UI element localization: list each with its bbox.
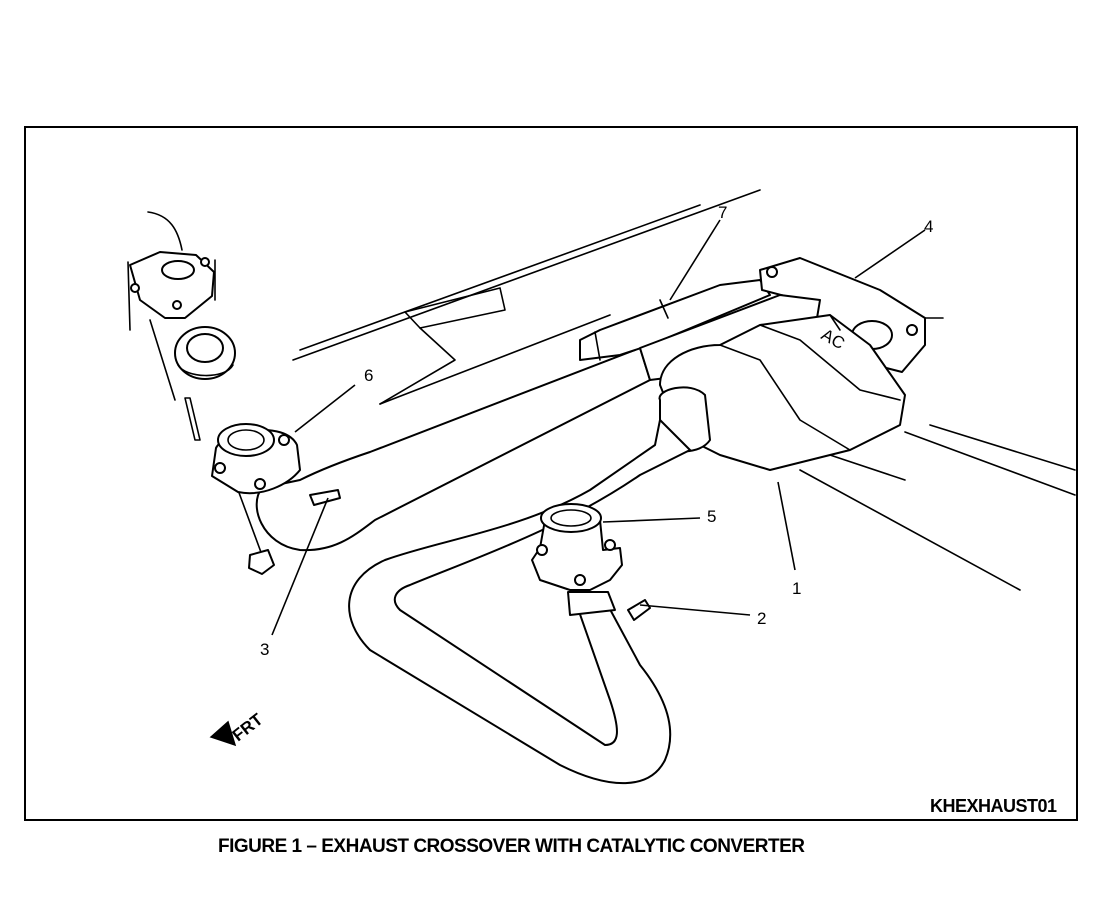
callout-4: 4	[924, 217, 933, 236]
front-direction-indicator: FRT	[209, 709, 267, 747]
callout-1: 1	[792, 579, 801, 598]
callout-5: 5	[707, 507, 716, 526]
front-direction-label: FRT	[229, 709, 267, 745]
callout-7: 7	[718, 203, 727, 222]
outlet-pipe-loop	[348, 419, 691, 785]
donut-gasket	[174, 326, 236, 380]
vehicle-underbody-lines	[292, 189, 1076, 591]
callout-6: 6	[364, 366, 373, 385]
left-crossover-pipe	[211, 347, 651, 552]
inlet-flange	[531, 503, 651, 621]
callout-labels: 1 2 3 4 5 6 7	[260, 203, 933, 659]
front-arrow-icon	[209, 720, 237, 747]
callout-3: 3	[260, 640, 269, 659]
figure-caption: FIGURE 1 – EXHAUST CROSSOVER WITH CATALY…	[218, 836, 805, 857]
heat-shield-brace	[579, 279, 771, 361]
catalytic-converter: AC	[658, 314, 906, 471]
left-manifold-flange	[127, 211, 216, 331]
figure-reference-id: KHEXHAUST01	[930, 796, 1057, 816]
callout-2: 2	[757, 609, 766, 628]
stud-and-nut	[149, 319, 275, 575]
callout-leaders	[271, 219, 926, 636]
figure-frame	[24, 126, 1078, 821]
